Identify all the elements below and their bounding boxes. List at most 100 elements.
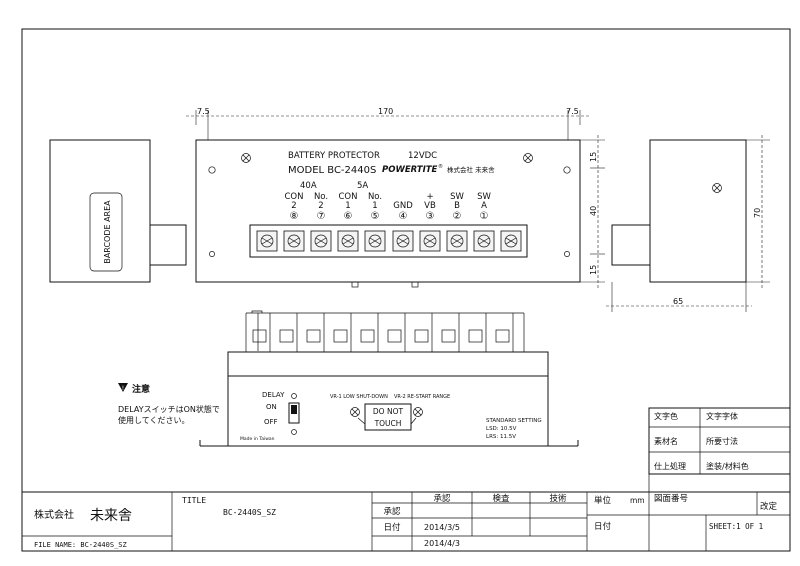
company-name-small: 株式会社 未来舎 <box>447 165 495 174</box>
vr2-label: VR-2 RE-START RANGE <box>394 394 450 400</box>
top-dimensions: 7.5 170 7.5 <box>186 107 590 140</box>
terminal-screws <box>256 230 522 252</box>
dim-side-height: 70 <box>753 208 762 218</box>
delay-switch-lever <box>291 405 297 414</box>
barcode-label: BARCODE AREA <box>103 200 112 264</box>
delay-switch[interactable] <box>288 402 300 424</box>
brand-logo: POWERTITE <box>382 165 438 175</box>
dim-width: 170 <box>378 107 393 116</box>
screw-icon <box>523 153 533 163</box>
vr2-trimmer-icon[interactable] <box>413 407 423 417</box>
sheet-border <box>21 28 791 552</box>
on-label: ON <box>266 403 277 411</box>
rating-5a: 5A <box>357 181 368 191</box>
tech-header: 技術 <box>549 493 567 504</box>
terminal-label-line2: 2 <box>318 201 323 211</box>
inspect-header: 検査 <box>492 493 510 504</box>
svg-text:!: ! <box>122 385 124 392</box>
screw-icon <box>241 153 251 163</box>
terminal-label-line1: SW <box>450 192 464 202</box>
terminal-label-line2: 1 <box>372 201 377 211</box>
terminal-label-line1: SW <box>477 192 491 202</box>
terminal-number: ⑤ <box>371 211 380 222</box>
terminal-number: ① <box>480 211 489 222</box>
company-name: 未来舎 <box>90 508 132 524</box>
product-voltage: 12VDC <box>408 151 437 161</box>
do-not-touch-box <box>364 403 412 431</box>
terminal-tops <box>245 310 525 353</box>
terminal-label-line2: B <box>454 201 460 211</box>
terminal-number: ③ <box>426 211 435 222</box>
terminal-label-line2: A <box>481 201 487 211</box>
revision-label: 改定 <box>760 501 778 512</box>
right-dimensions: 15 40 15 <box>580 135 605 288</box>
dim-center-height: 40 <box>589 206 598 216</box>
caution-line2: 使用してください。 <box>118 415 190 425</box>
lrs-label: LRS: 11.5V <box>486 434 516 440</box>
vr1-trimmer-icon[interactable] <box>350 407 360 417</box>
barcode-area <box>89 192 123 272</box>
approve-header: 承認 <box>433 493 451 504</box>
terminal-label-line1: No. <box>368 192 382 202</box>
caution-line1: DELAYスイッチはON状態で <box>118 404 220 414</box>
made-in-label: Made in Taiwan <box>240 436 275 442</box>
date-second: 2014/4/3 <box>424 539 460 548</box>
title-value: BC-2440S_SZ <box>223 508 276 517</box>
spec-label: 仕上処理 <box>654 461 686 471</box>
product-title: BATTERY PROTECTOR <box>288 151 380 161</box>
terminal-number: ⑧ <box>290 211 299 222</box>
drawing-no-label: 図面番号 <box>654 493 688 504</box>
terminal-number: ④ <box>399 211 408 222</box>
approve-row-label: 承認 <box>383 506 401 517</box>
dim-bottom-offset: 15 <box>589 265 598 275</box>
brand-mark: ® <box>438 163 443 170</box>
terminal-label-line2: GND <box>393 201 413 211</box>
terminal-number: ⑦ <box>317 211 326 222</box>
caution-title: 注意 <box>132 383 150 395</box>
do-not-label: DO NOT <box>373 407 404 416</box>
mount-hole-icon <box>564 251 570 257</box>
title-label: TITLE <box>182 496 206 505</box>
dim-left-margin: 7.5 <box>197 107 210 116</box>
terminal-label-line1: CON <box>285 192 304 202</box>
unit-label: 単位 <box>594 495 612 506</box>
dim-top-offset: 15 <box>589 152 598 162</box>
caution-note: ! 注意 DELAYスイッチはON状態で 使用してください。 <box>118 383 220 425</box>
date-row-label: 日付 <box>383 522 401 533</box>
left-side-view: BARCODE AREA <box>49 139 187 283</box>
screw-icon <box>712 183 722 193</box>
mount-hole-icon <box>209 251 215 257</box>
lsd-label: LSD: 10.5V <box>486 426 517 432</box>
title-block: 株式会社 未来舎 FILE NAME: BC-2440S_SZ TITLE BC… <box>22 491 790 551</box>
bottom-view: DELAY ON OFF Made in Taiwan VR-1 LOW SHU… <box>199 310 579 447</box>
terminal-label-line2: 2 <box>291 201 296 211</box>
dim-side-depth: 65 <box>673 297 683 306</box>
spec-value: 塗装/材料色 <box>706 461 749 471</box>
date-label-2: 日付 <box>594 521 612 532</box>
front-view: BATTERY PROTECTOR 12VDC MODEL BC-2440S P… <box>195 139 581 288</box>
spec-label: 文字色 <box>654 411 678 421</box>
spec-label: 素材名 <box>654 436 678 446</box>
vr1-label: VR-1 LOW SHUT-DOWN <box>330 394 388 400</box>
spec-value: 所要寸法 <box>706 436 738 446</box>
touch-label: TOUCH <box>374 419 402 428</box>
date-approve: 2014/3/5 <box>424 523 460 532</box>
delay-label: DELAY <box>262 391 285 399</box>
front-plate <box>195 139 581 283</box>
terminal-number: ⑥ <box>344 211 353 222</box>
terminal-label-line1: No. <box>314 192 328 202</box>
terminal-number: ② <box>453 211 462 222</box>
product-model: MODEL BC-2440S <box>288 165 376 176</box>
terminal-label-line1: CON <box>339 192 358 202</box>
dim-right-margin: 7.5 <box>566 107 579 116</box>
terminal-label-line1: + <box>426 192 433 202</box>
terminal-label-line2: 1 <box>345 201 350 211</box>
standard-setting-label: STANDARD SETTING <box>486 418 542 424</box>
terminal-label-line2: VB <box>424 201 436 211</box>
mount-hole-icon <box>563 166 571 174</box>
spec-table: 文字色 文字字体 素材名 所要寸法 仕上処理 塗装/材料色 <box>648 407 791 492</box>
right-side-view: 70 65 <box>606 135 770 312</box>
spec-value: 文字字体 <box>706 411 738 421</box>
warning-icon <box>118 383 128 392</box>
